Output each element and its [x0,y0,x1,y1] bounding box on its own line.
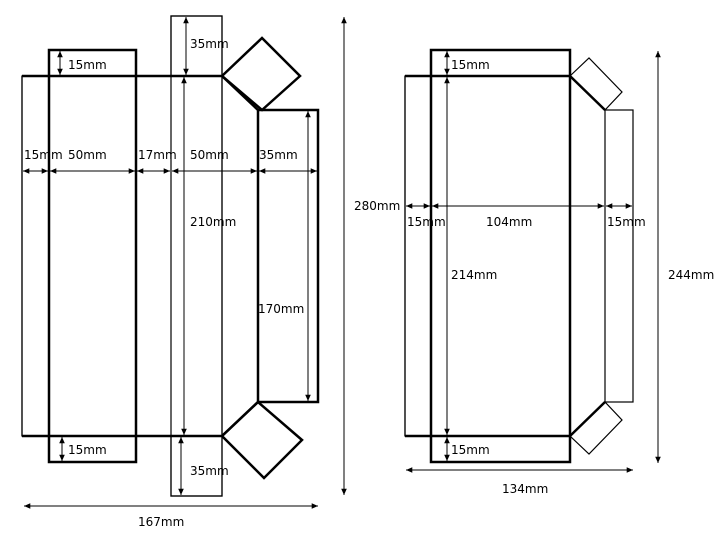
label-right-total-width: 134mm [502,482,548,496]
label-left-panel-a: 50mm [68,148,107,162]
label-right-left-flap: 15mm [407,215,446,229]
left-net-top-tab-frame [170,15,223,76]
left-net-side-panel [256,108,320,404]
label-left-height: 210mm [190,215,236,229]
label-left-top-flap: 15mm [68,58,107,72]
left-net: 15mm 15mm 50mm 17mm 50mm 35mm 35mm 210mm… [21,15,400,529]
left-net-top-tab [220,36,302,112]
right-net-main-panel [429,48,572,464]
label-right-total-height: 244mm [668,268,714,282]
left-net-main-panel [47,48,138,464]
label-left-gap: 17mm [138,148,177,162]
label-left-total-width: 167mm [138,515,184,529]
label-left-bottom-flap: 15mm [68,443,107,457]
label-left-total-height: 280mm [354,199,400,213]
right-net-top-tab [569,57,623,111]
left-net-bottom-tab-frame [170,436,223,497]
label-left-side-panel: 35mm [259,148,298,162]
label-left-top-tab: 35mm [190,37,229,51]
right-net-bottom-tab [569,401,623,455]
label-right-right-flap: 15mm [607,215,646,229]
left-net-bottom-tab [220,400,304,480]
label-right-bottom-flap: 15mm [451,443,490,457]
left-net-outer-strip [21,75,223,437]
label-right-height: 214mm [451,268,497,282]
label-right-top-flap: 15mm [451,58,490,72]
left-net-second-panel [170,15,223,497]
label-left-side-height: 170mm [258,302,304,316]
right-net: 15mm 15mm 104mm 15mm 214mm 15mm 134mm 24… [404,48,714,496]
label-left-bottom-tab: 35mm [190,464,229,478]
label-right-width: 104mm [486,215,532,229]
right-net-right-strip [604,109,634,403]
label-left-left-flap: 15mm [24,148,63,162]
label-left-panel-b: 50mm [190,148,229,162]
